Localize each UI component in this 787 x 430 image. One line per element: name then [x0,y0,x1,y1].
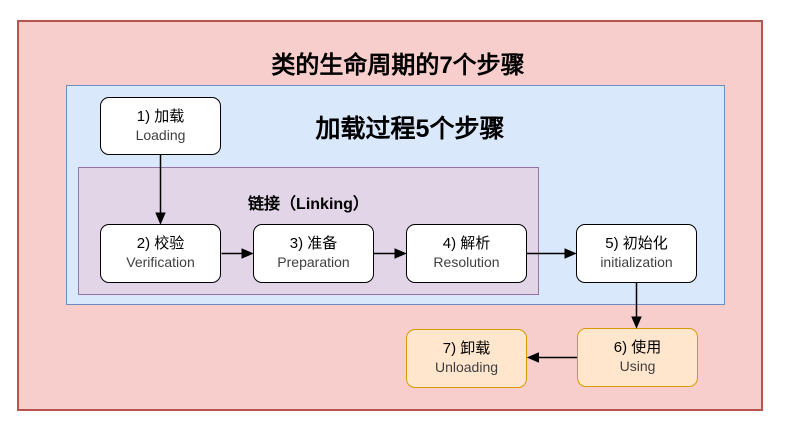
node-initialization: 5) 初始化 initialization [576,224,697,283]
linking-label: 链接（Linking） [248,196,369,213]
node-resolution-label-en: Resolution [433,254,500,271]
node-unloading-label-zh: 7) 卸载 [442,340,491,358]
node-initialization-label-zh: 5) 初始化 [605,235,668,253]
node-verification-label-en: Verification [126,254,195,271]
node-loading-label-zh: 1) 加载 [136,107,185,125]
diagram-title: 类的生命周期的7个步骤 [271,52,525,79]
node-preparation: 3) 准备 Preparation [253,224,374,283]
node-initialization-label-en: initialization [600,254,673,271]
node-preparation-label-zh: 3) 准备 [289,235,338,253]
node-unloading-label-en: Unloading [434,359,499,376]
node-verification: 2) 校验 Verification [100,224,221,283]
node-resolution: 4) 解析 Resolution [406,224,527,283]
node-verification-label-zh: 2) 校验 [136,235,185,253]
node-unloading: 7) 卸载 Unloading [406,329,527,388]
node-loading-label-en: Loading [135,126,186,143]
node-using: 6) 使用 Using [577,328,698,387]
node-preparation-label-en: Preparation [277,254,350,271]
node-using-label-en: Using [619,358,656,375]
node-loading: 1) 加载 Loading [100,97,221,155]
node-resolution-label-zh: 4) 解析 [442,235,491,253]
loading-process-label: 加载过程5个步骤 [315,115,505,143]
node-using-label-zh: 6) 使用 [613,339,662,357]
